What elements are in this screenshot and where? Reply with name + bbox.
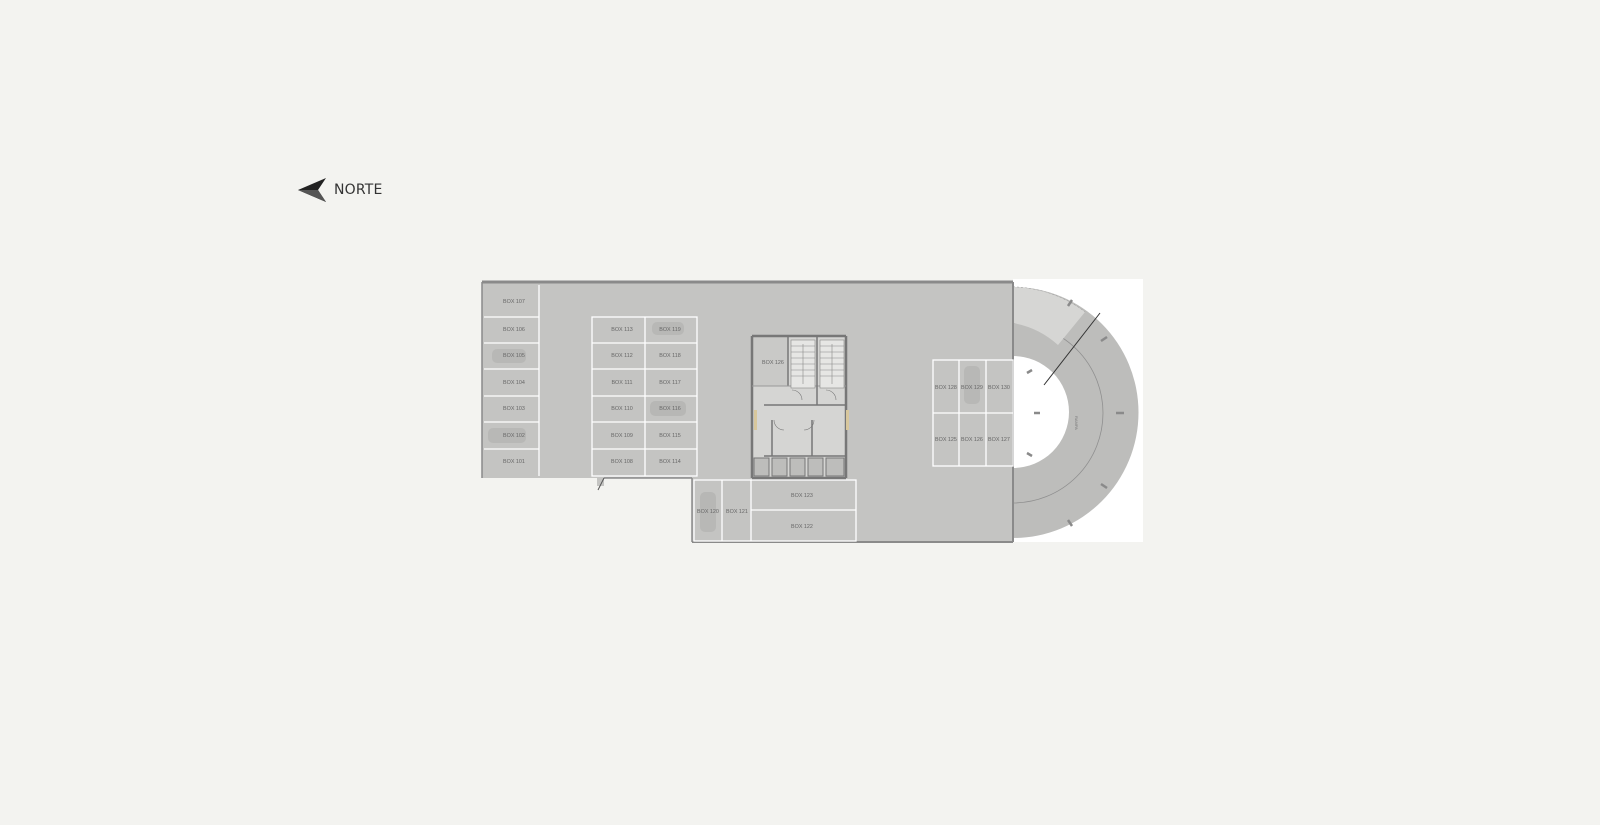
- box-label: BOX 112: [611, 353, 632, 359]
- box-label: BOX 118: [659, 353, 680, 359]
- car-silhouettes: [488, 322, 980, 532]
- box-label: BOX 125: [935, 437, 957, 443]
- box-label: BOX 119: [659, 327, 680, 333]
- building-core: [750, 334, 849, 480]
- box-label: BOX 127: [988, 437, 1010, 443]
- box-label: BOX 126: [762, 360, 784, 366]
- box-label: BOX 120: [697, 509, 719, 515]
- box-label: BOX 105: [503, 353, 525, 359]
- box-label: BOX 122: [791, 524, 813, 530]
- box-label: BOX 115: [659, 433, 680, 439]
- box-label: BOX 104: [503, 380, 525, 386]
- box-label: BOX 108: [611, 459, 633, 465]
- north-label: NORTE: [334, 182, 383, 198]
- north-indicator: NORTE: [298, 178, 383, 202]
- box-label: BOX 123: [791, 493, 813, 499]
- box-label: BOX 111: [611, 380, 632, 386]
- east-stall-lines: [932, 359, 1014, 467]
- east-labels: BOX 128 BOX 129 BOX 130 BOX 125 BOX 126 …: [935, 385, 1010, 443]
- north-arrow-icon: [298, 178, 326, 202]
- box-label: BOX 103: [503, 406, 525, 412]
- middle-right-labels: BOX 119 BOX 118 BOX 117 BOX 116 BOX 115 …: [659, 327, 680, 465]
- box-label: BOX 102: [503, 433, 525, 439]
- box-label: BOX 130: [988, 385, 1010, 391]
- box-label: BOX 126: [961, 437, 983, 443]
- box-label: BOX 113: [611, 327, 632, 333]
- box-label: BOX 107: [503, 299, 525, 305]
- box-label: BOX 114: [659, 459, 680, 465]
- box-label: BOX 129: [961, 385, 983, 391]
- box-label: BOX 128: [935, 385, 957, 391]
- south-labels: BOX 120 BOX 121 BOX 123 BOX 122: [697, 493, 813, 530]
- west-stall-lines: [484, 285, 540, 476]
- middle-left-labels: BOX 113 BOX 112 BOX 111 BOX 110 BOX 109 …: [611, 327, 633, 465]
- box-label: BOX 101: [503, 459, 525, 465]
- box-label: BOX 106: [503, 327, 525, 333]
- ramp-label: RAMPA: [1074, 416, 1079, 430]
- box-label: BOX 116: [659, 406, 680, 412]
- box-label: BOX 117: [659, 380, 680, 386]
- south-stall-lines: [693, 479, 857, 542]
- box-label: BOX 110: [611, 406, 632, 412]
- box-label: BOX 121: [726, 509, 748, 515]
- middle-stall-lines: [591, 316, 698, 477]
- box-label: BOX 109: [611, 433, 633, 439]
- west-column-labels: BOX 107 BOX 106 BOX 105 BOX 104 BOX 103 …: [503, 299, 525, 465]
- ramp: RAMPA: [1012, 286, 1139, 538]
